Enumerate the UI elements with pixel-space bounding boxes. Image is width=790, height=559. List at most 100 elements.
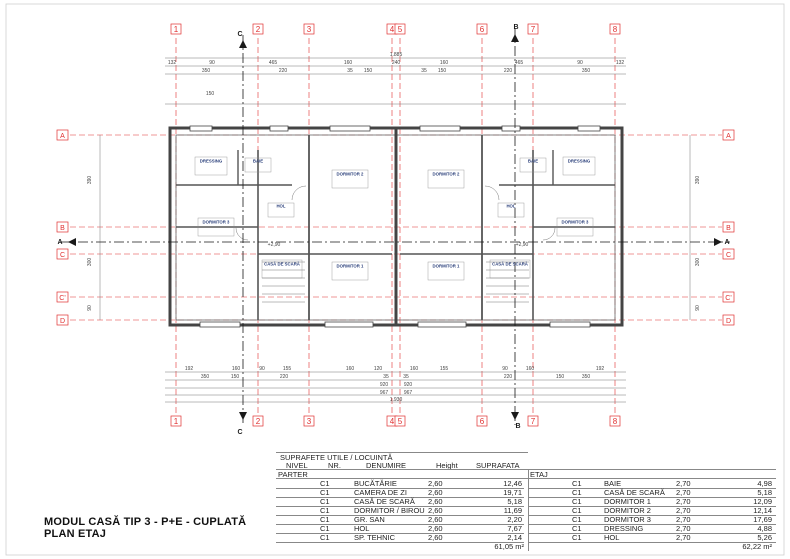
row-marker: D <box>60 318 65 325</box>
dimension-text: 465 <box>269 60 278 66</box>
row-denumire: DORMITOR 1 <box>604 497 651 506</box>
room-label-boxes <box>194 156 596 281</box>
section-marker: C <box>237 429 242 436</box>
row-suprafata: 5,18 <box>757 488 772 497</box>
column-marker: 5 <box>398 25 403 34</box>
row-height: 2,60 <box>428 506 443 515</box>
dimension-text: 90 <box>209 60 215 66</box>
table-rule <box>276 452 528 453</box>
row-nr: C1 <box>572 479 582 488</box>
row-marker: C <box>726 252 731 259</box>
row-nr: C1 <box>572 488 582 497</box>
column-marker: 3 <box>307 25 312 34</box>
table-heading: SUPRAFETE UTILE / LOCUINTĂ <box>280 453 393 462</box>
dimension-text: 220 <box>279 68 288 74</box>
table-rule <box>276 478 776 479</box>
parter-label: PARTER <box>278 470 308 479</box>
room-label: DORMITOR 2 <box>337 172 365 177</box>
row-marker: B <box>726 225 731 232</box>
room-label: DRESSING <box>568 159 591 164</box>
column-marker: 3 <box>307 417 312 426</box>
dimension-text: 150 <box>364 68 373 74</box>
dimension-text: 35 <box>421 68 427 74</box>
section-marker: B <box>515 423 520 430</box>
dimension-text: 132 <box>168 60 177 66</box>
room-label: BAIE <box>253 159 263 164</box>
dimension-text: 120 <box>374 366 383 372</box>
column-marker: 6 <box>480 417 485 426</box>
row-nr: C1 <box>320 497 330 506</box>
row-marker: C <box>60 252 65 259</box>
row-suprafata: 5,18 <box>507 497 522 506</box>
building-walls <box>168 125 624 328</box>
row-nr: C1 <box>572 515 582 524</box>
dimension-text: 390 <box>87 176 93 185</box>
dimension-text: 350 <box>202 68 211 74</box>
section-arrows <box>68 34 722 420</box>
row-suprafata: 12,14 <box>753 506 772 515</box>
dimension-text: 160 <box>526 366 535 372</box>
row-denumire: DORMITOR 3 <box>604 515 651 524</box>
dimension-text: 1.930 <box>390 397 403 403</box>
row-suprafata: 2,20 <box>507 515 522 524</box>
row-denumire: DRESSING <box>604 524 644 533</box>
dimension-text: 220 <box>280 374 289 380</box>
row-marker: C' <box>725 295 731 302</box>
col-suprafata: SUPRAFATA <box>476 461 520 470</box>
row-height: 2,70 <box>676 515 691 524</box>
row-denumire: BUCĂTĂRIE <box>354 479 397 488</box>
row-nr: C1 <box>572 506 582 515</box>
row-suprafata: 5,26 <box>757 533 772 542</box>
row-suprafata: 17,69 <box>753 515 772 524</box>
dimension-text: 155 <box>440 366 449 372</box>
row-height: 2,60 <box>428 515 443 524</box>
column-marker: 2 <box>256 25 261 34</box>
row-nr: C1 <box>320 533 330 542</box>
room-label: DRESSING <box>200 159 223 164</box>
dimension-text: 350 <box>201 374 210 380</box>
column-marker: 8 <box>613 417 618 426</box>
dimension-text: 465 <box>515 60 524 66</box>
row-suprafata: 19,71 <box>503 488 522 497</box>
section-marker: A <box>724 239 729 246</box>
row-nr: C1 <box>572 497 582 506</box>
column-marker: 1 <box>174 417 179 426</box>
dimension-text: 192 <box>185 366 194 372</box>
row-height: 2,70 <box>676 524 691 533</box>
row-suprafata: 2,14 <box>507 533 522 542</box>
row-denumire: HOL <box>604 533 620 542</box>
dimension-text: 150 <box>556 374 565 380</box>
row-denumire: DORMITOR / BIROU <box>354 506 425 515</box>
room-label: DORMITOR 3 <box>203 220 231 225</box>
dimension-text: 132 <box>616 60 625 66</box>
room-label: DORMITOR 3 <box>562 220 590 225</box>
col-height: Height <box>436 461 458 470</box>
dimension-text: 240 <box>392 60 401 66</box>
row-suprafata: 12,46 <box>503 479 522 488</box>
table-divider <box>528 469 529 551</box>
room-label: DORMITOR 1 <box>337 264 365 269</box>
dimension-text: 920 <box>404 382 413 388</box>
row-nr: C1 <box>320 515 330 524</box>
row-nr: C1 <box>572 533 582 542</box>
dimension-text: 192 <box>596 366 605 372</box>
dimension-text: 160 <box>344 60 353 66</box>
row-nr: C1 <box>320 488 330 497</box>
row-marker: C' <box>59 295 65 302</box>
room-label: HOL <box>506 204 515 209</box>
row-denumire: HOL <box>354 524 370 533</box>
dimension-text: 350 <box>582 68 591 74</box>
row-marker: B <box>60 225 65 232</box>
row-nr: C1 <box>320 479 330 488</box>
dimension-text: 220 <box>504 68 513 74</box>
dimension-text: 90 <box>87 305 93 311</box>
dimension-text: 90 <box>502 366 508 372</box>
column-marker: 7 <box>531 25 536 34</box>
column-marker: 1 <box>174 25 179 34</box>
row-marker: A <box>726 133 731 140</box>
row-denumire: BAIE <box>604 479 622 488</box>
